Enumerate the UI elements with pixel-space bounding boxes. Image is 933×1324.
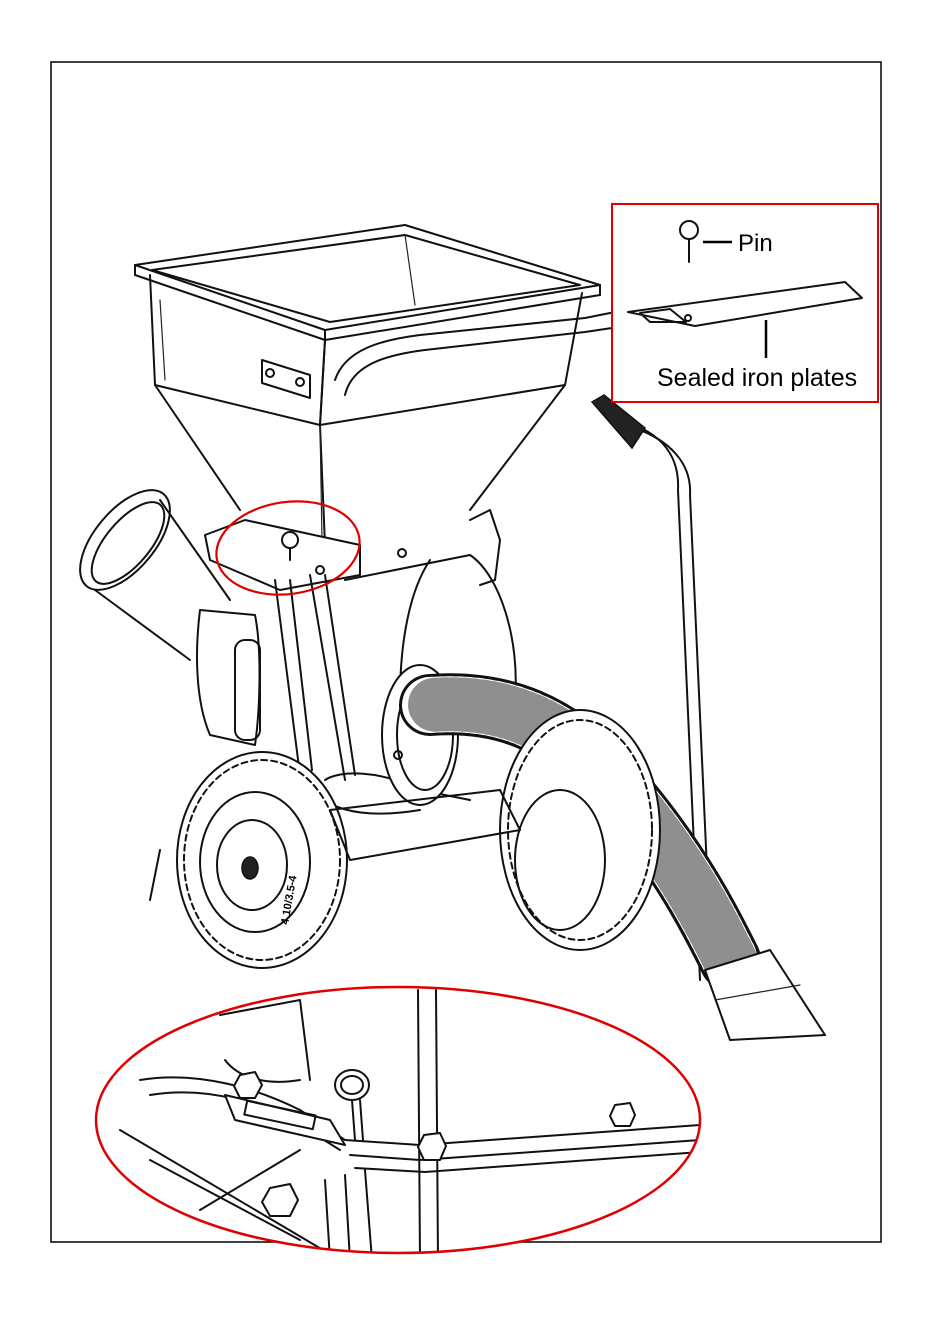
- pin-label: Pin: [738, 230, 773, 257]
- left-wheel: 4.10/3.5-4: [177, 752, 347, 968]
- discharge-chute: [63, 475, 260, 745]
- right-wheel: [500, 710, 660, 950]
- plate-label: Sealed iron plates: [657, 364, 857, 392]
- detail-zoom-view: [90, 985, 710, 1260]
- hopper: [135, 225, 600, 545]
